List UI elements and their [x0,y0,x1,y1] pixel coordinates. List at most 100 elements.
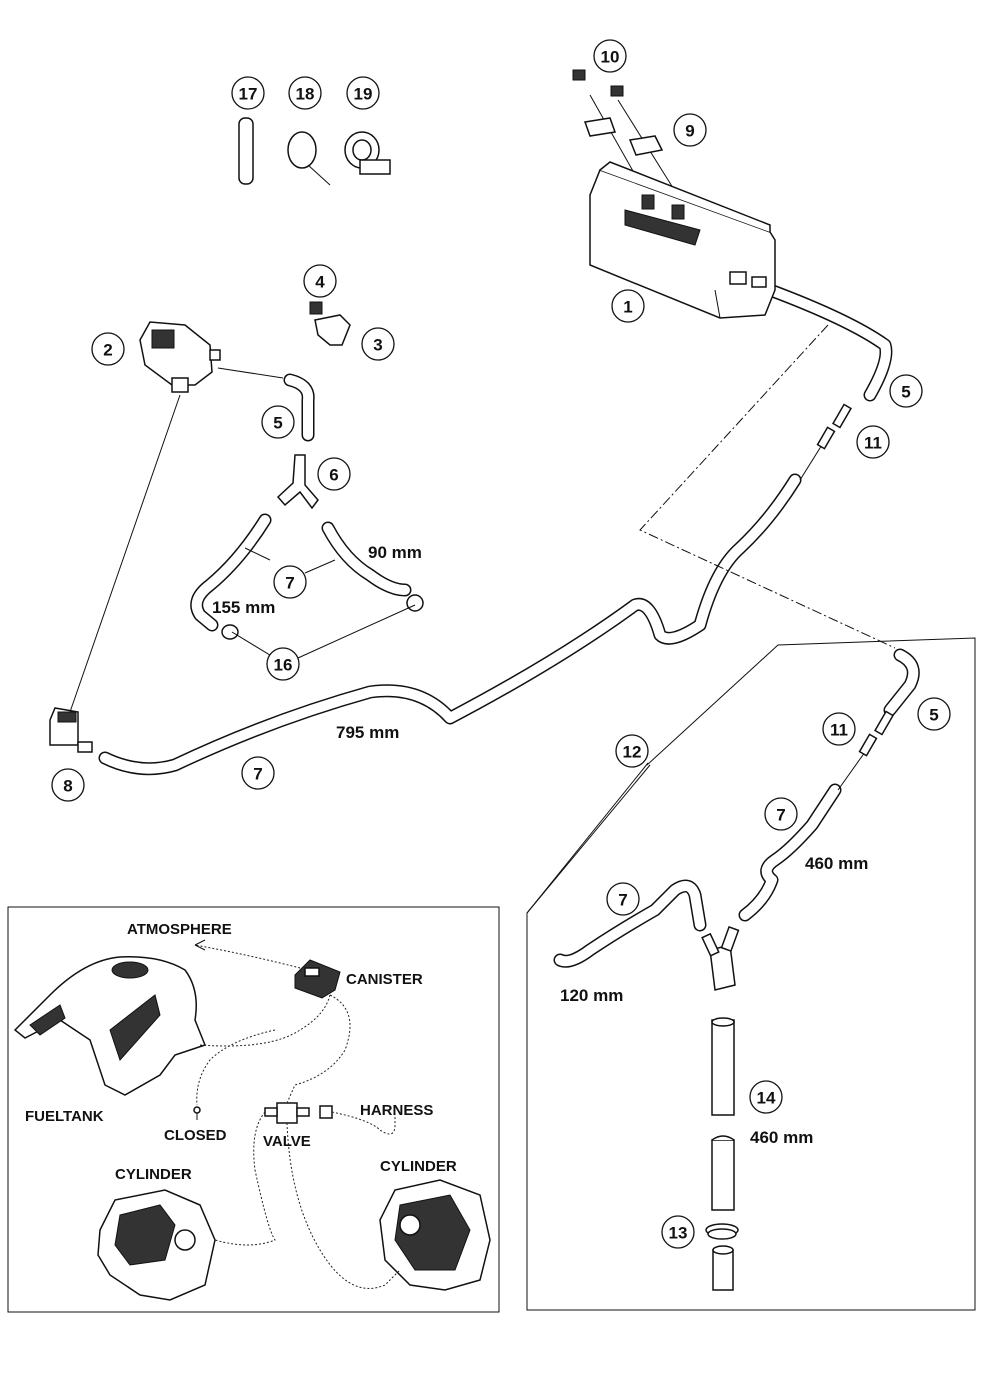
callout-c17: 17 [231,76,265,110]
callout-number: 11 [864,434,882,453]
kit-12-box [526,637,976,1311]
callout-c7b: 7 [273,565,307,599]
connector-11a [816,403,852,450]
label-atmosphere: ATMOSPHERE [127,921,232,938]
callout-number: 7 [776,806,785,825]
callout-c11b: 11 [822,712,856,746]
callout-number: 9 [685,122,694,141]
cable-tie-18 [287,131,331,186]
callout-circle [91,332,125,366]
clamp-16b [406,594,424,612]
hose-795mm [98,473,802,776]
callout-number: 1 [623,298,632,317]
label-cylinder-right: CYLINDER [380,1158,457,1175]
hose-5-upper-right [763,283,893,402]
bracket-9 [583,117,664,156]
callout-circle [661,1215,695,1249]
line-closed [196,1029,276,1106]
callout-circle [303,264,337,298]
bolt-10 [572,69,624,97]
connector-11b [858,710,894,757]
label-fueltank: FUELTANK [25,1108,104,1125]
line-tank-canister [199,994,331,1047]
callout-c3: 3 [361,327,395,361]
bracket-3 [314,314,351,346]
callout-circle [317,457,351,491]
callout-circle [764,797,798,831]
hose-90mm [321,521,412,597]
routing-line-valve-hose [217,367,284,379]
label-valve: VALVE [263,1133,311,1150]
callout-number: 13 [669,1224,688,1243]
clip-19 [344,131,391,175]
callout-number: 3 [373,336,382,355]
callout-number: 7 [285,574,294,593]
dim-460mm-hose: 460 mm [805,854,868,873]
purge-valve [139,321,221,393]
hose-120mm [553,879,707,968]
callout-c11a: 11 [856,425,890,459]
callout-number: 8 [63,777,72,796]
callout-number: 4 [315,273,325,292]
callout-number: 7 [618,891,627,910]
callout-circle [749,1080,783,1114]
leader-12 [526,762,649,914]
callout-circle [856,425,890,459]
line-harness [331,1111,396,1135]
callout-circle [231,76,265,110]
hose-460mm [738,783,842,922]
label-canister: CANISTER [346,971,423,988]
callout-c7a: 7 [241,756,275,790]
callout-number: 16 [274,656,293,675]
cylinder-left-illustration [97,1189,216,1301]
dim-155mm: 155 mm [212,598,275,617]
label-cylinder-left: CYLINDER [115,1166,192,1183]
callout-circle [673,113,707,147]
callout-c5a: 5 [889,374,923,408]
callout-number: 6 [329,466,338,485]
fueltank-illustration [13,956,206,1096]
nipple [712,1245,734,1291]
callout-circle [889,374,923,408]
callout-circle [593,39,627,73]
callout-circle [822,712,856,746]
callout-number: 17 [239,85,258,104]
callout-c14: 14 [749,1080,783,1114]
callout-circle [606,882,640,916]
leader-7b-a [244,547,271,561]
y-fitting [701,925,740,991]
callout-circle [917,697,951,731]
callout-circle [266,647,300,681]
callout-c18: 18 [288,76,322,110]
callout-number: 5 [273,414,282,433]
callout-number: 5 [929,706,938,725]
leader-16-b [297,604,416,659]
line-valve-cyl-left [214,1111,276,1246]
bolt-4 [309,301,323,315]
strap-17 [238,117,254,185]
cylinder-right-illustration [379,1179,491,1291]
callout-c8: 8 [51,768,85,802]
line-canister-valve [286,994,351,1104]
callout-c4: 4 [303,264,337,298]
schematic-box [7,906,500,1313]
callout-circle [241,756,275,790]
line-atmosphere [194,944,301,969]
callout-circle [51,768,85,802]
hose-5-center [283,373,315,442]
callout-c7c: 7 [764,797,798,831]
line-valve-cyl-right [286,1122,401,1289]
callout-circle [615,734,649,768]
callout-c5b: 5 [261,405,295,439]
callout-circle [361,327,395,361]
callout-c2: 2 [91,332,125,366]
callout-c7d: 7 [606,882,640,916]
callout-number: 18 [296,85,315,104]
clamp-16a [221,624,239,640]
callout-number: 14 [757,1089,776,1108]
callout-number: 11 [830,721,848,740]
callout-c6: 6 [317,457,351,491]
callout-number: 19 [354,85,373,104]
callout-number: 5 [901,383,910,402]
